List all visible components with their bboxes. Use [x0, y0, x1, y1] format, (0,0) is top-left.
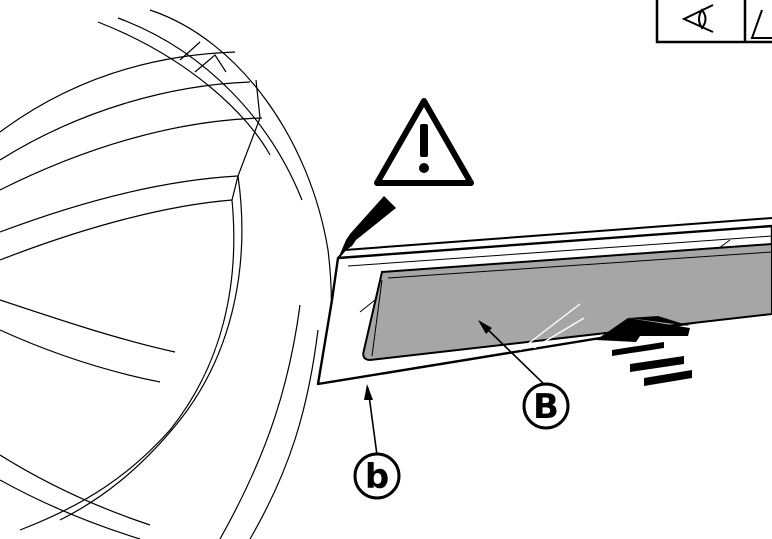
callout-b: b — [353, 384, 401, 500]
symbol-box — [655, 0, 772, 44]
warning-triangle-icon — [374, 98, 474, 186]
edge-pointer-arrow — [340, 196, 396, 254]
wheel-arch-lines — [0, 9, 332, 539]
small-warning-icon — [750, 9, 772, 39]
callout-B: B — [478, 320, 570, 430]
callout-label-B: B — [533, 387, 559, 427]
push-arrow-icon — [596, 316, 692, 386]
eye-icon — [681, 4, 714, 33]
callout-label-b: b — [365, 457, 389, 497]
